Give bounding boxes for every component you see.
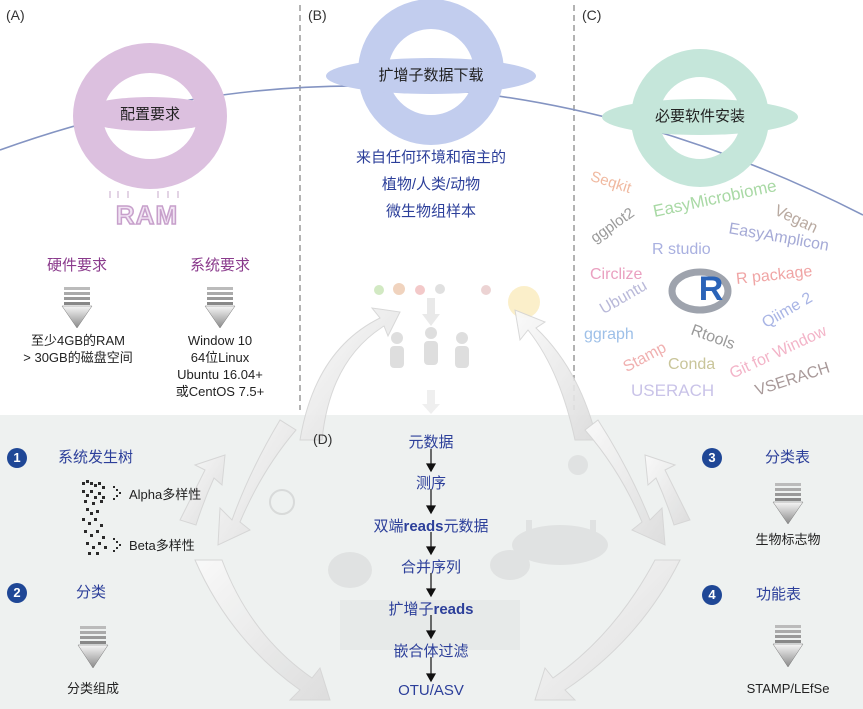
system-item-linux: 64位Linux [190,350,250,365]
amplicon-download-title: 扩增子数据下载 [378,67,484,84]
step-merge: 合并序列 [400,559,462,576]
hardware-item-disk: > 30GB的磁盘空间 [23,350,133,365]
hardware-item-ram: 至少4GB的RAM [31,333,125,348]
faint-decorations [269,455,608,650]
sweeping-arrows [179,307,691,701]
funnel-classification-icon [77,626,109,669]
software-userach: USERACH [631,381,715,400]
step-sequencing: 测序 [415,475,447,492]
analysis-taxa-table-title: 分类表 [765,449,811,466]
config-requirements-title: 配置要求 [119,106,181,123]
software-rstudio: R studio [652,241,711,258]
hardware-heading: 硬件要求 [46,257,108,274]
step-chimera-filter: 嵌合体过滤 [393,643,469,660]
phylogenetic-tree-icon [82,480,121,555]
r-logo-letter: R [698,270,724,308]
software-circlize: Circlize [590,266,643,283]
label-bar-c [602,99,798,135]
sample-desc-line-3: 微生物组样本 [385,203,477,220]
sample-desc-line-1: 来自任何环境和宿主的 [355,149,507,166]
label-bar-a [78,97,222,131]
analysis-number-4: 4 [702,585,722,605]
ram-icon-ticks [109,191,179,198]
panel-label-b: (B) [308,7,327,23]
beta-diversity-label: Beta多样性 [129,538,195,553]
funnel-system-icon [204,287,236,329]
software-install-title: 必要软件安装 [654,108,746,125]
label-bar-b [326,58,536,94]
analysis-number-3: 3 [702,448,722,468]
r-logo-icon [668,268,732,314]
step-metadata: 元数据 [408,434,454,451]
sample-desc-line-2: 植物/人类/动物 [381,176,481,193]
funnel-function-table-icon [772,625,804,668]
stamp-lefse-label: STAMP/LEfSe [746,681,830,696]
system-item-centos: 或CentOS 7.5+ [175,384,265,399]
software-conda: Conda [668,356,716,373]
funnel-hardware-icon [61,287,93,329]
pipeline-arrows [425,449,437,683]
panel-label-c: (C) [582,7,602,23]
alpha-diversity-label: Alpha多样性 [129,487,202,502]
system-item-windows: Window 10 [187,333,253,348]
panel-label-d: (D) [313,431,333,447]
sample-icons [374,283,540,414]
step-amplicon-reads: 扩增子reads [388,601,474,618]
biomarker-label: 生物标志物 [755,532,821,547]
analysis-function-table-title: 功能表 [756,586,802,603]
step-otu-asv: OTU/ASV [398,682,464,699]
taxonomy-composition-label: 分类组成 [66,681,120,696]
funnel-taxa-table-icon [772,483,804,525]
ram-icon: RAM [115,200,179,230]
step-paired-reads: 双端reads元数据 [373,518,489,535]
software-ggraph: ggraph [584,326,634,343]
system-heading: 系统要求 [189,257,251,274]
analysis-classification-title: 分类 [76,584,107,601]
panel-label-a: (A) [6,7,25,23]
analysis-phylogeny-title: 系统发生树 [58,449,134,466]
system-item-ubuntu: Ubuntu 16.04+ [177,367,263,382]
analysis-number-1: 1 [7,448,27,468]
analysis-number-2: 2 [7,583,27,603]
